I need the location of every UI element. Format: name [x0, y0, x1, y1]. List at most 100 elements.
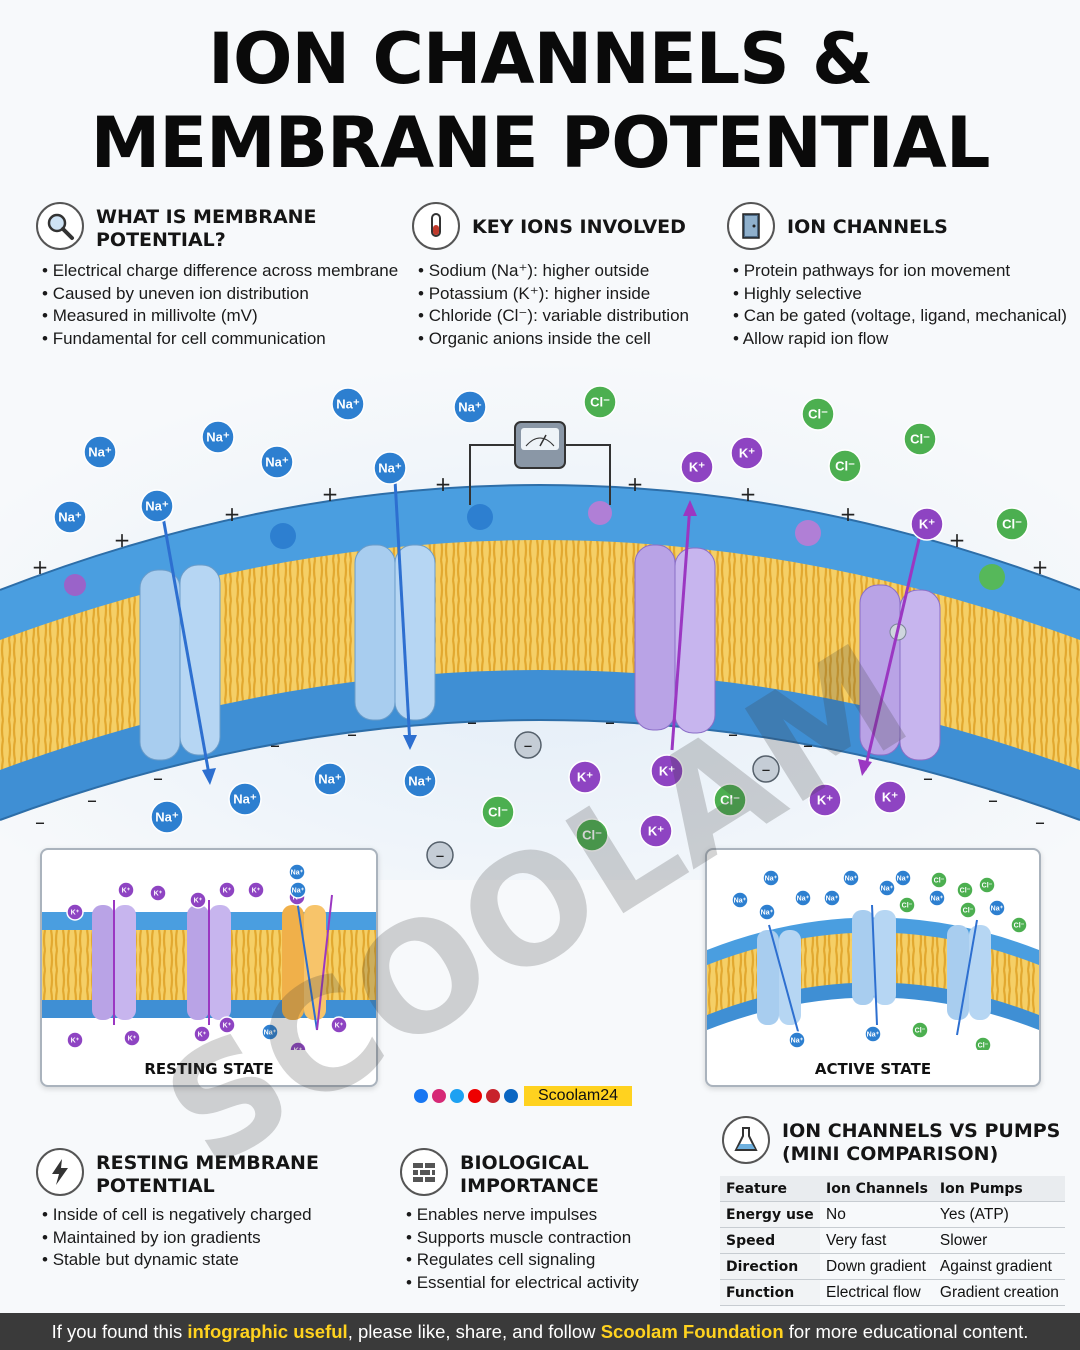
svg-text:Cl⁻: Cl⁻: [582, 828, 602, 843]
test-tube-icon: [412, 202, 460, 250]
svg-text:Na⁺: Na⁺: [458, 400, 482, 415]
table-cell: Energy use: [720, 1201, 820, 1228]
table-row: Direction Down gradient Against gradient: [720, 1253, 1065, 1280]
voltmeter-icon: [469, 421, 611, 505]
svg-text:Cl⁻: Cl⁻: [960, 887, 971, 894]
table-row: Energy use No Yes (ATP): [720, 1201, 1065, 1228]
positive-charge: +: [740, 482, 757, 506]
section-title: ION CHANNELS: [787, 216, 948, 238]
sodium-channel-1: [139, 499, 221, 785]
negative-charge: –: [605, 710, 615, 734]
svg-text:K⁺: K⁺: [194, 897, 203, 904]
positive-charge: +: [949, 528, 966, 552]
k-ion: K⁺: [117, 881, 135, 899]
page-title-line-1: ION CHANNELS &: [207, 18, 873, 100]
na-ion: Na⁺: [260, 445, 294, 479]
k-ion: K⁺: [189, 891, 207, 909]
cl-ion: Cl⁻: [974, 1036, 992, 1054]
na-ion: Na⁺: [261, 1023, 279, 1041]
facebook-icon[interactable]: [414, 1089, 428, 1103]
svg-text:Cl⁻: Cl⁻: [902, 902, 913, 909]
svg-text:K⁺: K⁺: [882, 790, 898, 805]
svg-text:+: +: [840, 502, 857, 526]
table-header: Ion Channels: [820, 1176, 934, 1202]
na-ion: Na⁺: [762, 869, 780, 887]
comparison-table: Feature Ion Channels Ion Pumps Energy us…: [720, 1176, 1065, 1306]
cl-ion: Cl⁻: [801, 397, 835, 431]
k-ion: K⁺: [330, 1016, 348, 1034]
k-ion: K⁺: [873, 780, 907, 814]
negative-charge: –: [426, 841, 454, 869]
na-ion: Na⁺: [823, 889, 841, 907]
svg-text:Na⁺: Na⁺: [734, 897, 747, 904]
active-state-panel: Na⁺Na⁺Na⁺Na⁺Na⁺Na⁺Na⁺Na⁺Na⁺Na⁺Na⁺Na⁺Cl⁻C…: [705, 848, 1041, 1087]
na-ion: Na⁺: [150, 800, 184, 834]
instagram-icon[interactable]: [432, 1089, 446, 1103]
negative-charge: –: [1035, 810, 1045, 834]
k-ion: K⁺: [650, 754, 684, 788]
na-ion: Na⁺: [928, 889, 946, 907]
bullet-list: Enables nerve impulses Supports muscle c…: [406, 1204, 639, 1294]
svg-text:K⁺: K⁺: [223, 1022, 232, 1029]
cl-ion: Cl⁻: [956, 881, 974, 899]
svg-text:–: –: [270, 733, 280, 757]
cl-ion: Cl⁻: [583, 385, 617, 419]
k-ion: K⁺: [149, 884, 167, 902]
svg-text:Cl⁻: Cl⁻: [835, 459, 855, 474]
k-ion: K⁺: [218, 1016, 236, 1034]
pinterest-icon[interactable]: [486, 1089, 500, 1103]
table-row: Function Electrical flow Gradient creati…: [720, 1279, 1065, 1306]
svg-text:+: +: [114, 528, 131, 552]
list-item: Supports muscle contraction: [406, 1227, 639, 1250]
cl-ion: Cl⁻: [481, 795, 515, 829]
negative-charge: –: [35, 810, 45, 834]
social-handle[interactable]: Scoolam24: [524, 1086, 633, 1106]
svg-text:Cl⁻: Cl⁻: [982, 882, 993, 889]
svg-text:–: –: [35, 810, 45, 834]
x-icon[interactable]: [450, 1089, 464, 1103]
svg-text:Cl⁻: Cl⁻: [1014, 922, 1025, 929]
svg-text:–: –: [605, 710, 615, 734]
svg-text:K⁺: K⁺: [154, 890, 163, 897]
table-cell: No: [820, 1201, 934, 1228]
table-cell: Electrical flow: [820, 1279, 934, 1306]
table-cell: Slower: [933, 1227, 1065, 1254]
k-ion: K⁺: [218, 881, 236, 899]
table-header: Feature: [720, 1176, 820, 1202]
youtube-icon[interactable]: [468, 1089, 482, 1103]
cl-ion: Cl⁻: [930, 871, 948, 889]
flask-icon: [722, 1116, 770, 1164]
svg-text:K⁺: K⁺: [71, 1037, 80, 1044]
list-item: Regulates cell signaling: [406, 1249, 639, 1272]
list-item: Protein pathways for ion movement: [733, 260, 1067, 283]
svg-text:Na⁺: Na⁺: [408, 774, 432, 789]
svg-text:–: –: [728, 722, 738, 746]
list-item: Caused by uneven ion distribution: [42, 283, 398, 306]
na-ion: Na⁺: [289, 881, 307, 899]
table-cell: Yes (ATP): [933, 1201, 1065, 1228]
positive-charge: +: [435, 472, 452, 496]
footer-brand[interactable]: Scoolam Foundation: [600, 1321, 784, 1342]
cl-ion: Cl⁻: [713, 783, 747, 817]
svg-text:–: –: [87, 788, 97, 812]
cl-ion: Cl⁻: [903, 422, 937, 456]
negative-charge: –: [270, 733, 280, 757]
table-cell: Gradient creation: [933, 1279, 1065, 1306]
cl-ion: Cl⁻: [959, 901, 977, 919]
social-bar: Scoolam24: [414, 1085, 633, 1107]
svg-text:K⁺: K⁺: [659, 764, 675, 779]
table-cell: Speed: [720, 1227, 820, 1254]
svg-text:Na⁺: Na⁺: [88, 445, 112, 460]
svg-text:Na⁺: Na⁺: [897, 875, 910, 882]
svg-text:Na⁺: Na⁺: [292, 887, 305, 894]
table-cell: Very fast: [820, 1227, 934, 1254]
svg-text:–: –: [803, 733, 813, 757]
linkedin-icon[interactable]: [504, 1089, 518, 1103]
table-cell: Down gradient: [820, 1253, 934, 1280]
na-ion: Na⁺: [140, 489, 174, 523]
svg-text:K⁺: K⁺: [689, 460, 705, 475]
svg-text:Na⁺: Na⁺: [233, 792, 257, 807]
